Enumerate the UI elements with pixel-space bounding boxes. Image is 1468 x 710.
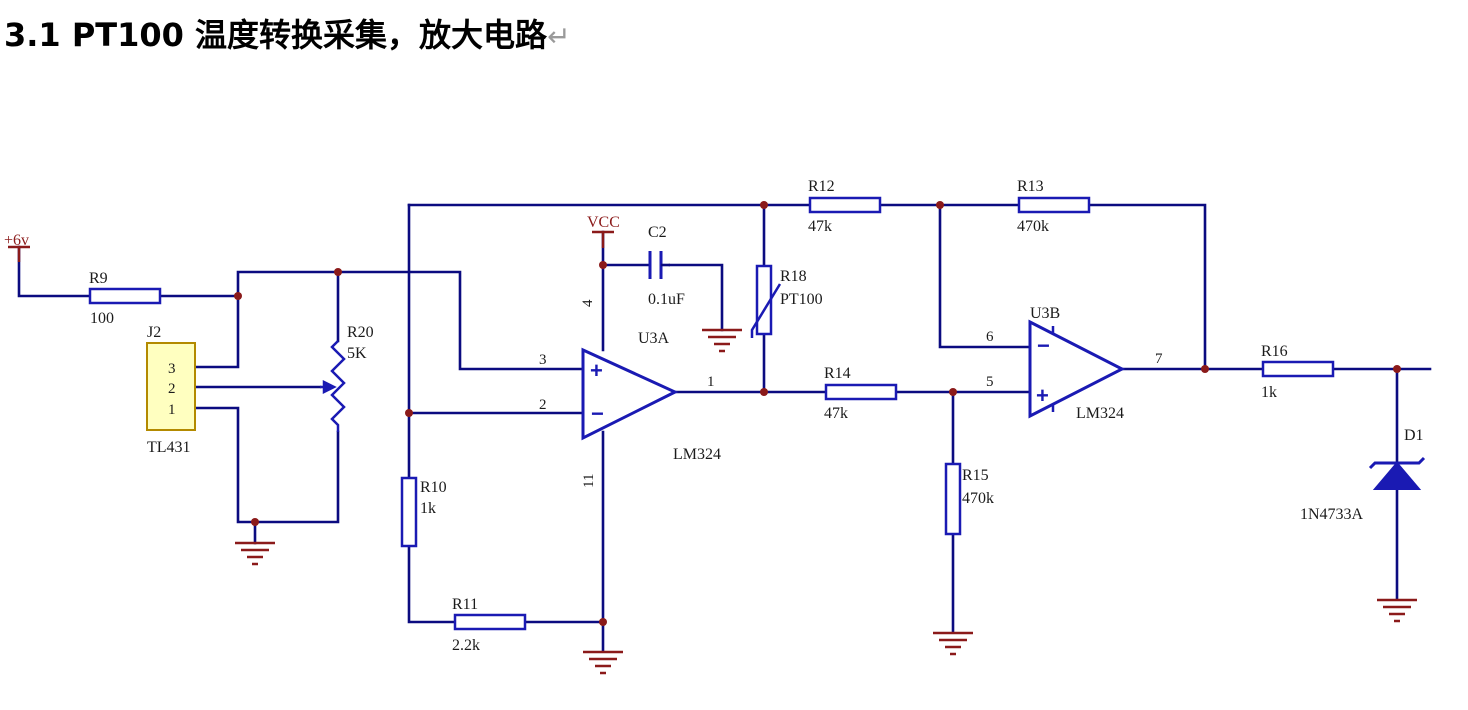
component-labels: R9 100 J2 TL431 3 2 1 R20 5K R10 1k R11 … (89, 178, 1424, 654)
j2-connector (146, 342, 196, 431)
r20-potentiometer (320, 340, 346, 432)
j2-ref: J2 (147, 324, 161, 341)
u3b-minus-sign: − (1037, 333, 1050, 358)
r9-ref: R9 (89, 270, 108, 287)
d1-value: 1N4733A (1300, 506, 1364, 523)
u3a-pin-2: 2 (539, 397, 547, 413)
r15-ref: R15 (962, 467, 989, 484)
d1-zener (1368, 456, 1426, 490)
ground-d1 (1375, 598, 1419, 623)
r14-body (824, 383, 898, 401)
paragraph-mark: ↵ (547, 20, 571, 53)
u3b-ref: U3B (1030, 305, 1060, 322)
r16-value: 1k (1261, 384, 1277, 401)
ground-u3a (581, 650, 625, 675)
r13-value: 470k (1017, 218, 1049, 235)
r20-ref: R20 (347, 324, 374, 341)
j2-pin-2: 2 (168, 381, 176, 397)
r10-ref: R10 (420, 479, 447, 496)
r13-ref: R13 (1017, 178, 1044, 195)
c2-capacitor (648, 251, 663, 279)
u3a-plus-sign: + (590, 358, 603, 383)
ground-tl431 (233, 541, 277, 566)
ground-r15 (931, 631, 975, 656)
r18-thermistor-mark (750, 283, 782, 338)
j2-pin-1: 1 (168, 402, 176, 418)
u3b-opamp: − + (1028, 319, 1126, 419)
r10-body (400, 476, 418, 548)
r10-value: 1k (420, 500, 436, 517)
r11-ref: R11 (452, 596, 478, 613)
u3b-pin-6: 6 (986, 329, 994, 345)
u3a-pin-4: 4 (580, 299, 596, 307)
heading-text: 3.1 PT100 温度转换采集，放大电路 (4, 16, 548, 54)
wires (17, 203, 1432, 652)
junctions (234, 201, 1401, 626)
u3b-value: LM324 (1076, 405, 1124, 422)
u3a-pin-3: 3 (539, 352, 547, 368)
u3a-pin-11: 11 (581, 474, 597, 488)
r16-ref: R16 (1261, 343, 1288, 360)
j2-value: TL431 (147, 439, 191, 456)
c2-ref: C2 (648, 224, 667, 241)
r14-ref: R14 (824, 365, 851, 382)
r9-body (88, 287, 162, 305)
r14-value: 47k (824, 405, 848, 422)
r12-value: 47k (808, 218, 832, 235)
u3a-minus-sign: − (591, 401, 604, 426)
r16-body (1261, 360, 1335, 378)
r18-ref: R18 (780, 268, 807, 285)
u3b-pin-7: 7 (1155, 351, 1163, 367)
u3a-value: LM324 (673, 446, 721, 463)
u3b-pin-5: 5 (986, 374, 994, 390)
r11-body (453, 613, 527, 631)
r15-body (944, 462, 962, 536)
r12-body (808, 196, 882, 214)
vcc-label: VCC (587, 214, 620, 231)
vcc-symbol: VCC (587, 214, 620, 248)
ground-c2 (700, 328, 744, 353)
r13-body (1017, 196, 1091, 214)
r15-value: 470k (962, 490, 994, 507)
d1-ref: D1 (1404, 427, 1424, 444)
r18-value: PT100 (780, 291, 823, 308)
plus6v-label: +6v (4, 232, 29, 249)
r9-value: 100 (90, 310, 114, 327)
u3a-opamp: + − (581, 347, 679, 441)
r11-value: 2.2k (452, 637, 480, 654)
u3a-ref: U3A (638, 330, 670, 347)
resistor-bodies (88, 196, 1335, 631)
j2-pin-3: 3 (168, 361, 176, 377)
c2-value: 0.1uF (648, 291, 685, 308)
u3b-plus-sign: + (1036, 383, 1049, 408)
u3a-pin-1: 1 (707, 374, 715, 390)
r12-ref: R12 (808, 178, 835, 195)
r20-value: 5K (347, 345, 367, 362)
page-title: 3.1 PT100 温度转换采集，放大电路↵ (4, 10, 571, 56)
plus6v-symbol: +6v (4, 232, 30, 262)
